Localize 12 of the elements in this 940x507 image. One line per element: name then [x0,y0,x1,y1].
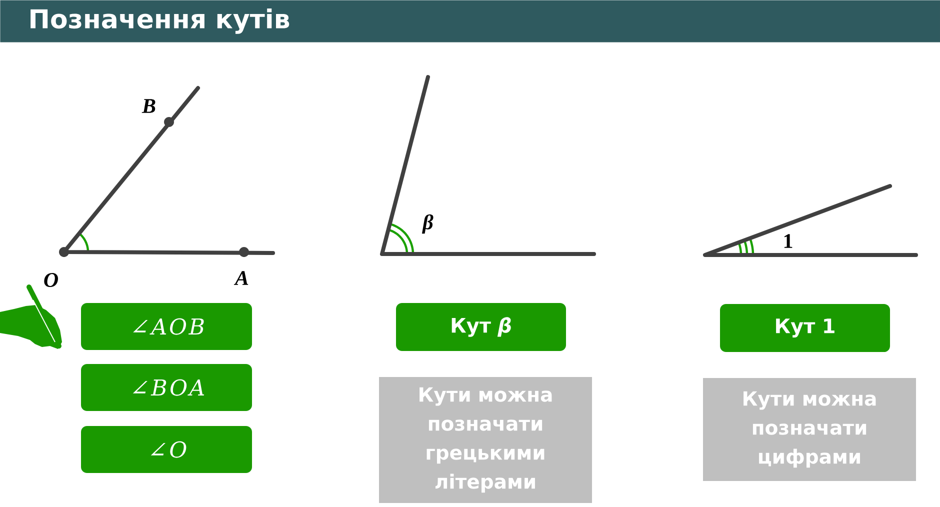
notation-box: Кут β [396,303,566,351]
point-label: B [142,99,156,113]
notation-box: Кут 1 [720,304,890,352]
notation-box: ∠BOA [81,364,252,411]
angle-label: β [422,214,434,234]
point-label: O [44,272,58,288]
note-box: Кути можна позначати грецькими літерами [379,377,592,503]
notation-box: ∠AOB [81,303,252,350]
title-bar: Позначення кутів [0,0,940,42]
notation-box: ∠O [81,426,252,473]
angle-label: 1 [784,234,792,248]
note-box: Кути можна позначати цифрами [703,378,916,481]
